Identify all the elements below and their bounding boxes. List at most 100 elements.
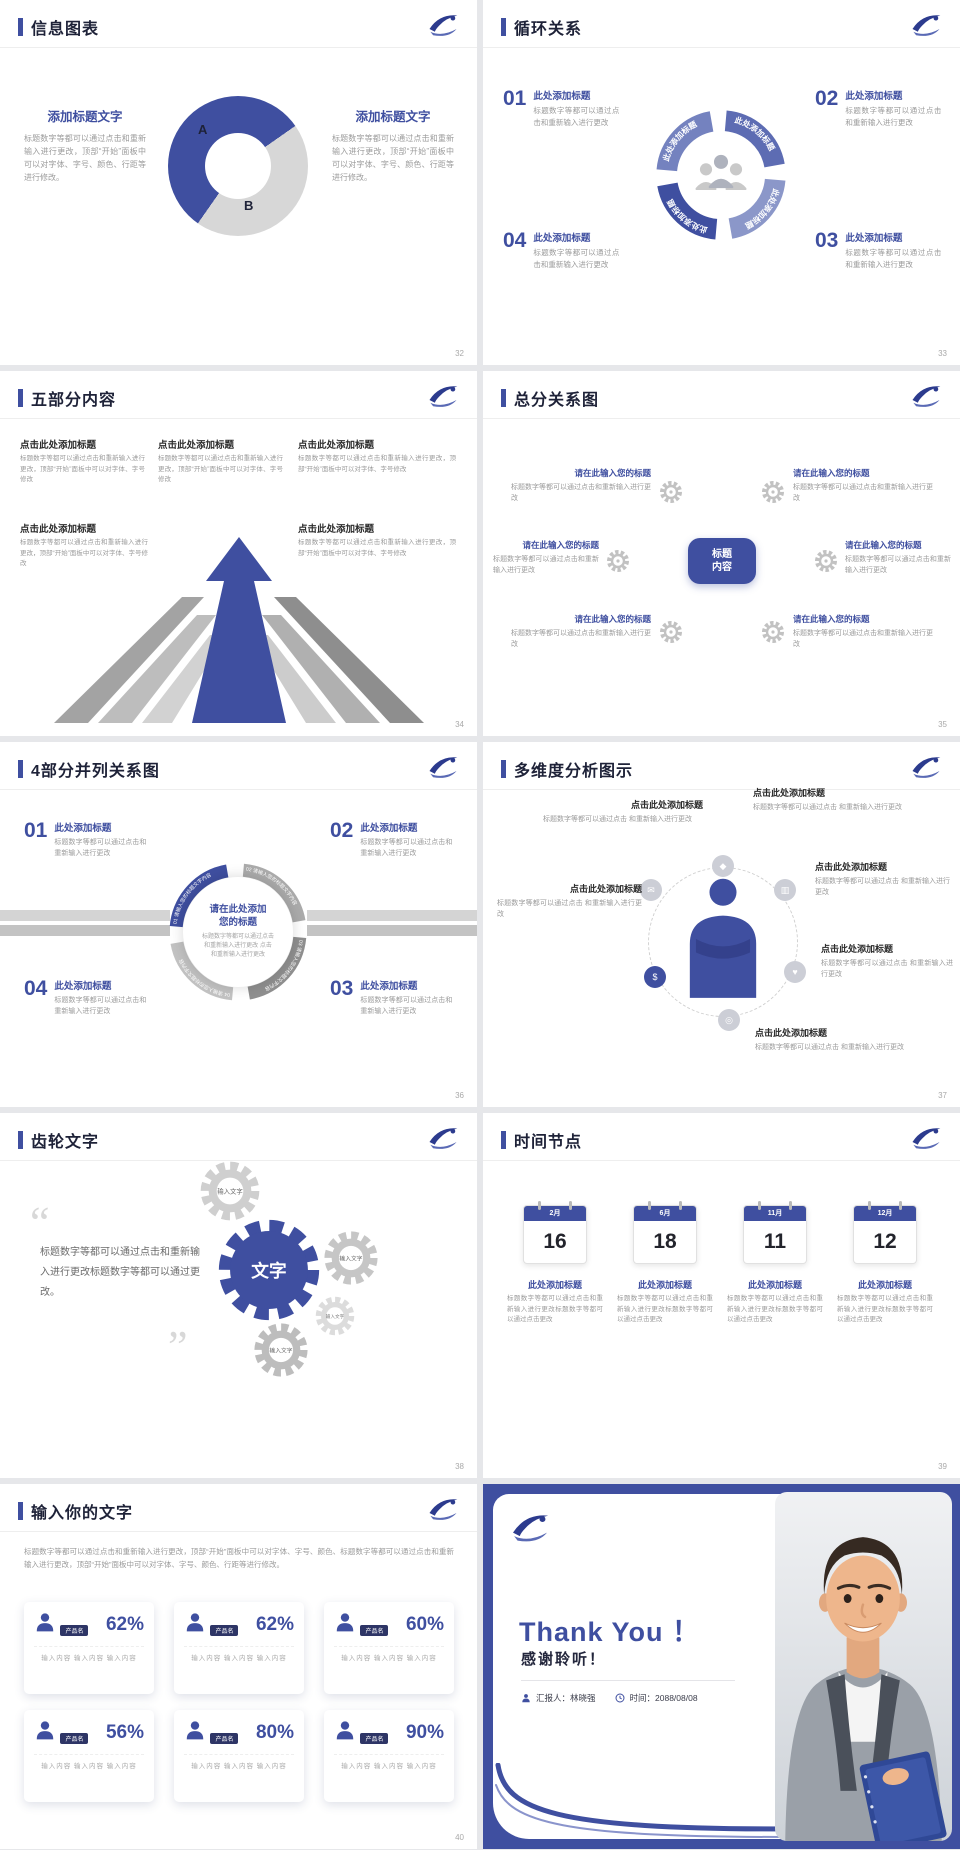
gear-icon: 输入文字 <box>200 1161 260 1221</box>
slide-title: 多维度分析图示 <box>514 763 634 780</box>
cycle-item-02: 02 此处添加标题 标题数字等都可以通过点击和重新输入进行更改 <box>815 87 941 129</box>
gear-icon: 输入文字 <box>254 1323 308 1377</box>
slide-39[interactable]: 时间节点 2月 16 此处添加标题 标题数字等都可以通过点击和重新输入进行更改标… <box>483 1113 960 1478</box>
stat-value: 62% <box>255 1613 294 1635</box>
thanks-subtitle: 感谢聆听！ <box>521 1651 607 1668</box>
brand-logo-icon <box>429 1128 458 1149</box>
gear-icon <box>815 550 837 572</box>
item-body: 标题数字等都可以通过点击和重新输入进行更改 <box>845 556 951 575</box>
item-heading: 此处添加标题 <box>845 91 903 102</box>
item-number: 03 <box>330 977 354 1000</box>
page-number: 34 <box>455 720 464 729</box>
person-icon <box>336 1721 354 1740</box>
stat-value: 56% <box>105 1721 144 1743</box>
brand-logo-icon <box>429 1499 458 1520</box>
header-divider <box>483 418 960 419</box>
item-body: 标题数字等都可以通过点击和重新输入进行更改 <box>54 997 147 1016</box>
donut-chart: A B <box>168 96 308 236</box>
slide-title: 总分关系图 <box>514 392 600 409</box>
gear-icon <box>607 550 629 572</box>
timeline-event: 11月 11 此处添加标题 标题数字等都可以通过点击和重新输入进行更改标题数字等… <box>727 1201 823 1326</box>
slide-header: 多维度分析图示 <box>501 757 633 781</box>
gear-icon <box>660 621 682 643</box>
gear-label: 输入文字 <box>326 1313 345 1320</box>
header-divider <box>483 1160 960 1161</box>
item-number: 02 <box>330 819 354 842</box>
heart-icon: ♥ <box>784 961 806 983</box>
slide-header: 总分关系图 <box>501 386 599 410</box>
slide-thank-you[interactable]: Thank You ！ 感谢聆听！ 汇报人：林晓强 时间：2088/08/08 <box>483 1484 960 1849</box>
block-body: 标题数字等都可以通过点击和重新输入进行更改，顶部“开始”面板中可以对字体、字号修… <box>20 539 148 568</box>
cycle-item-04: 04 此处添加标题 标题数字等都可以通过点击和重新输入进行更改 <box>503 229 619 271</box>
header-divider <box>0 47 477 48</box>
item-heading: 此处添加标题 <box>54 823 112 834</box>
brand-logo-icon <box>912 15 941 36</box>
item-heading: 请在此输入您的标题 <box>574 468 651 478</box>
divider <box>521 1680 735 1681</box>
page-number: 36 <box>455 1091 464 1100</box>
product-label: 产品名 <box>60 1733 89 1744</box>
item-number: 02 <box>815 87 839 110</box>
item-heading: 点击此处添加标题 <box>569 884 642 894</box>
stat-card: 产品名 80% 输入内容 输入内容 输入内容 <box>174 1710 304 1802</box>
binder-ring <box>899 1201 902 1210</box>
presenter-row: 汇报人：林晓强 时间：2088/08/08 <box>521 1692 698 1704</box>
donut-hole <box>205 133 271 199</box>
stat-items: 输入内容 输入内容 输入内容 <box>184 1754 294 1770</box>
stat-value: 90% <box>405 1721 444 1743</box>
person-icon <box>186 1721 204 1740</box>
slide-34[interactable]: 五部分内容 点击此处添加标题 标题数字等都可以通过点击和重新输入进行更改，顶部“… <box>0 371 477 736</box>
event-body: 标题数字等都可以通过点击和重新输入进行更改标题数字等都可以通过点击更改 <box>507 1295 603 1324</box>
thanks-title: Thank You ！ <box>519 1617 701 1647</box>
analysis-item: 点击此处添加标题 标题数字等都可以通过点击 和重新输入进行更改 <box>815 860 950 899</box>
header-divider <box>0 1531 477 1532</box>
mail-icon: ✉ <box>640 879 662 901</box>
binder-ring <box>868 1201 871 1210</box>
brand-logo-icon <box>429 757 458 778</box>
stat-value: 60% <box>405 1613 444 1635</box>
gear-label: 输入文字 <box>269 1346 292 1354</box>
slide-header: 时间节点 <box>501 1128 582 1152</box>
item-heading: 请在此输入您的标题 <box>793 468 870 478</box>
cycle-item-03: 03 此处添加标题 标题数字等都可以通过点击和重新输入进行更改 <box>815 229 942 271</box>
center-heading: 请在此处添加您的标题 <box>209 903 267 928</box>
clock-icon <box>615 1693 625 1703</box>
item-heading: 此处添加标题 <box>54 981 112 992</box>
binder-ring <box>679 1201 682 1210</box>
item-heading: 此处添加标题 <box>533 91 591 102</box>
slide-title: 4部分并列关系图 <box>31 763 160 780</box>
page-number: 32 <box>455 349 464 358</box>
slide-32[interactable]: 信息图表 添加标题文字 标题数字等都可以通过点击和重新输入进行更改，顶部“开始”… <box>0 0 477 365</box>
analysis-item: 点击此处添加标题 标题数字等都可以通过点击 和重新输入进行更改 <box>543 798 703 825</box>
stat-card: 产品名 62% 输入内容 输入内容 输入内容 <box>24 1602 154 1694</box>
slide-38[interactable]: 齿轮文字 “ 标题数字等都可以通过点击和重新输入进行更改标题数字等都可以通过更改… <box>0 1113 477 1478</box>
gear-icon <box>660 481 682 503</box>
item-body: 标题数字等都可以通过点击和重新输入进行更改 <box>845 248 942 270</box>
main-gear-label: 文字 <box>251 1260 286 1281</box>
item-body: 标题数字等都可以通过点击和重新输入进行更改 <box>54 839 147 858</box>
slide-35[interactable]: 总分关系图 标题内容 请在此输入您的标题 标题数字等都可以通过点击和重新输入进行… <box>483 371 960 736</box>
timeline-event: 12月 12 此处添加标题 标题数字等都可以通过点击和重新输入进行更改标题数字等… <box>837 1201 933 1326</box>
stat-items: 输入内容 输入内容 输入内容 <box>34 1754 144 1770</box>
branch-item: 请在此输入您的标题 标题数字等都可以通过点击和重新输入进行更改 <box>793 467 933 505</box>
item-heading: 点击此处添加标题 <box>815 862 888 872</box>
product-label: 产品名 <box>210 1625 239 1636</box>
donut-label-b: B <box>244 198 254 213</box>
calendar-day: 12 <box>873 1230 897 1253</box>
presenter-name: 汇报人：林晓强 <box>536 1693 596 1703</box>
slide-40[interactable]: 输入你的文字 标题数字等都可以通过点击和重新输入进行更改，顶部“开始”面板中可以… <box>0 1484 477 1849</box>
center-topic-label: 标题内容 <box>712 549 732 573</box>
slide-36[interactable]: 4部分并列关系图 01 请输入您的标题文字内容 02 请输入您的标题文字内容 0… <box>0 742 477 1107</box>
binder-ring <box>758 1201 761 1210</box>
target-icon: ◎ <box>718 1009 740 1031</box>
item-number: 01 <box>24 819 48 842</box>
binder-ring <box>538 1201 541 1210</box>
gear-icon: 输入文字 <box>315 1296 355 1336</box>
slide-37[interactable]: 多维度分析图示 ◆ ▥ ♥ $ ✉ ◎ 点击此处添加标题 标题数字等都可以通过点… <box>483 742 960 1107</box>
brand-logo-icon <box>429 15 458 36</box>
event-heading: 此处添加标题 <box>747 1280 802 1290</box>
branch-item: 请在此输入您的标题 标题数字等都可以通过点击和重新输入进行更改 <box>511 613 651 651</box>
item-heading: 此处添加标题 <box>360 981 418 992</box>
item-body: 标题数字等都可以通过点击 和重新输入进行更改 <box>755 1044 904 1051</box>
slide-33[interactable]: 循环关系 此处添加标题 此处添加标题 此处添加标题 此处添加标题 01 此处添加… <box>483 0 960 365</box>
